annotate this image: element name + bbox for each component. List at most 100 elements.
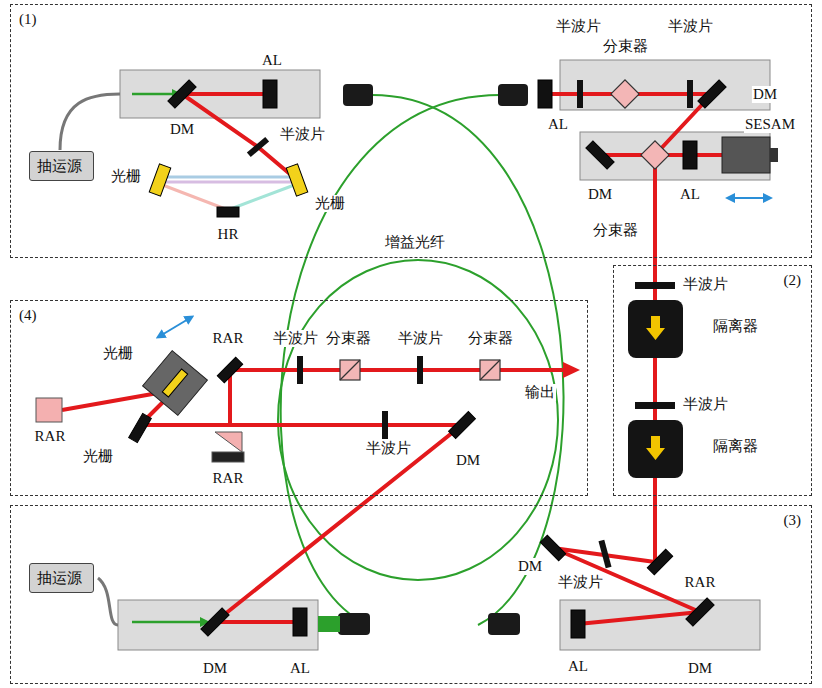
optic-mount [168, 80, 196, 108]
gain-fiber [132, 93, 172, 96]
part-label: DM [687, 660, 713, 677]
optic-mount [149, 164, 171, 196]
optic-mount [449, 412, 476, 439]
part-label: DM [202, 660, 228, 677]
optic-mount [162, 369, 187, 397]
part-label: 半波片 [682, 276, 729, 293]
optic-mount [217, 357, 242, 382]
part-label: 半波片 [557, 574, 604, 591]
pump-box: 抽运源 [29, 151, 94, 181]
optic-mount [129, 80, 726, 638]
part-label: 半波片 [682, 396, 729, 413]
part-label: DM [169, 121, 195, 138]
part-label: HR [217, 226, 240, 243]
optic-mount [571, 610, 585, 638]
isolator [628, 300, 683, 358]
laser-beam [182, 92, 270, 96]
half-wave-plate [382, 411, 388, 439]
pump-cord [98, 578, 118, 625]
optic-mount [201, 608, 229, 636]
region-number: (1) [19, 11, 37, 28]
part-label: 隔离器 [712, 318, 759, 335]
region-number: (4) [19, 307, 37, 324]
half-wave-plate [417, 356, 423, 384]
sesam-mount [722, 137, 778, 173]
isolator [628, 420, 683, 478]
gain-fiber [372, 95, 564, 625]
optic-mount [647, 549, 672, 574]
part-label: 光栅 [110, 168, 142, 185]
half-wave-plate [687, 80, 693, 108]
half-wave-plate [577, 80, 583, 108]
optic-mount [586, 141, 614, 169]
fiber-coupler [488, 613, 520, 635]
part-label: 分束器 [467, 330, 514, 347]
laser-beam [62, 94, 745, 624]
part-label: DM [752, 86, 778, 103]
optic-mount [263, 80, 277, 108]
half-wave-plate [247, 137, 269, 157]
part-label: 半波片 [365, 440, 412, 457]
part-label: 光栅 [102, 345, 134, 362]
fiber-base [580, 132, 770, 180]
part-label: AL [567, 658, 589, 675]
part-label: 增益光纤 [384, 234, 446, 251]
beam-splitter [340, 80, 669, 380]
grating-mount [143, 351, 208, 416]
translation-arrow [160, 318, 190, 336]
half-wave-plate [297, 356, 303, 384]
fiber-base [560, 60, 770, 110]
part-label: 分束器 [602, 38, 649, 55]
laser-beam [62, 390, 462, 622]
part-label: DM [517, 558, 543, 575]
translation-arrow [160, 198, 768, 336]
part-label: DM [587, 186, 613, 203]
fiber-coupler [343, 84, 373, 106]
fiber-base [118, 600, 318, 650]
region-number: (2) [784, 272, 802, 289]
pump-label: 抽运源 [37, 570, 82, 586]
gain-fiber [132, 621, 200, 624]
dashed-region: (3)抽运源 [10, 505, 812, 684]
output-arrow [563, 362, 580, 378]
beam-splitter [480, 360, 500, 380]
part-label: RAR [212, 470, 245, 487]
sesam-mount [770, 148, 778, 162]
part-label: 输出 [524, 384, 556, 401]
beam-splitter [611, 80, 639, 108]
fiber-coupler [498, 84, 528, 106]
translation-arrow [730, 197, 768, 199]
laser-beam [230, 370, 565, 425]
part-label: 分束器 [325, 330, 372, 347]
grating-spectrum [160, 177, 297, 210]
half-wave-plate [635, 282, 675, 289]
fiber-base [560, 600, 760, 650]
rar-mirror [36, 398, 62, 422]
grating-spectrum [160, 184, 228, 210]
pump-label: 抽运源 [37, 158, 82, 174]
grating-spectrum [160, 176, 297, 179]
part-label: 分束器 [592, 222, 639, 239]
part-label: AL [289, 660, 311, 677]
part-label: 半波片 [397, 330, 444, 347]
pump-cord [60, 94, 120, 150]
part-label: DM [455, 452, 481, 469]
optic-mount [293, 608, 307, 636]
part-label: RAR [34, 428, 67, 445]
pump-box: 抽运源 [29, 563, 94, 593]
dashed-region: (2) [613, 265, 812, 496]
fiber-coupler [318, 84, 528, 635]
gain-fiber [278, 260, 558, 580]
part-label: 半波片 [272, 330, 319, 347]
dashed-region: (1) 抽运源 [10, 4, 812, 258]
part-label: 半波片 [279, 126, 326, 143]
beam-splitter [340, 360, 360, 380]
part-label: RAR [212, 330, 245, 347]
beam-splitter [340, 360, 360, 380]
isolator [646, 436, 665, 460]
part-label: AL [261, 52, 283, 69]
laser-beam [215, 620, 300, 624]
rar-mirror [36, 398, 244, 462]
fiber-coupler [338, 613, 370, 635]
optic-mount [217, 207, 239, 217]
